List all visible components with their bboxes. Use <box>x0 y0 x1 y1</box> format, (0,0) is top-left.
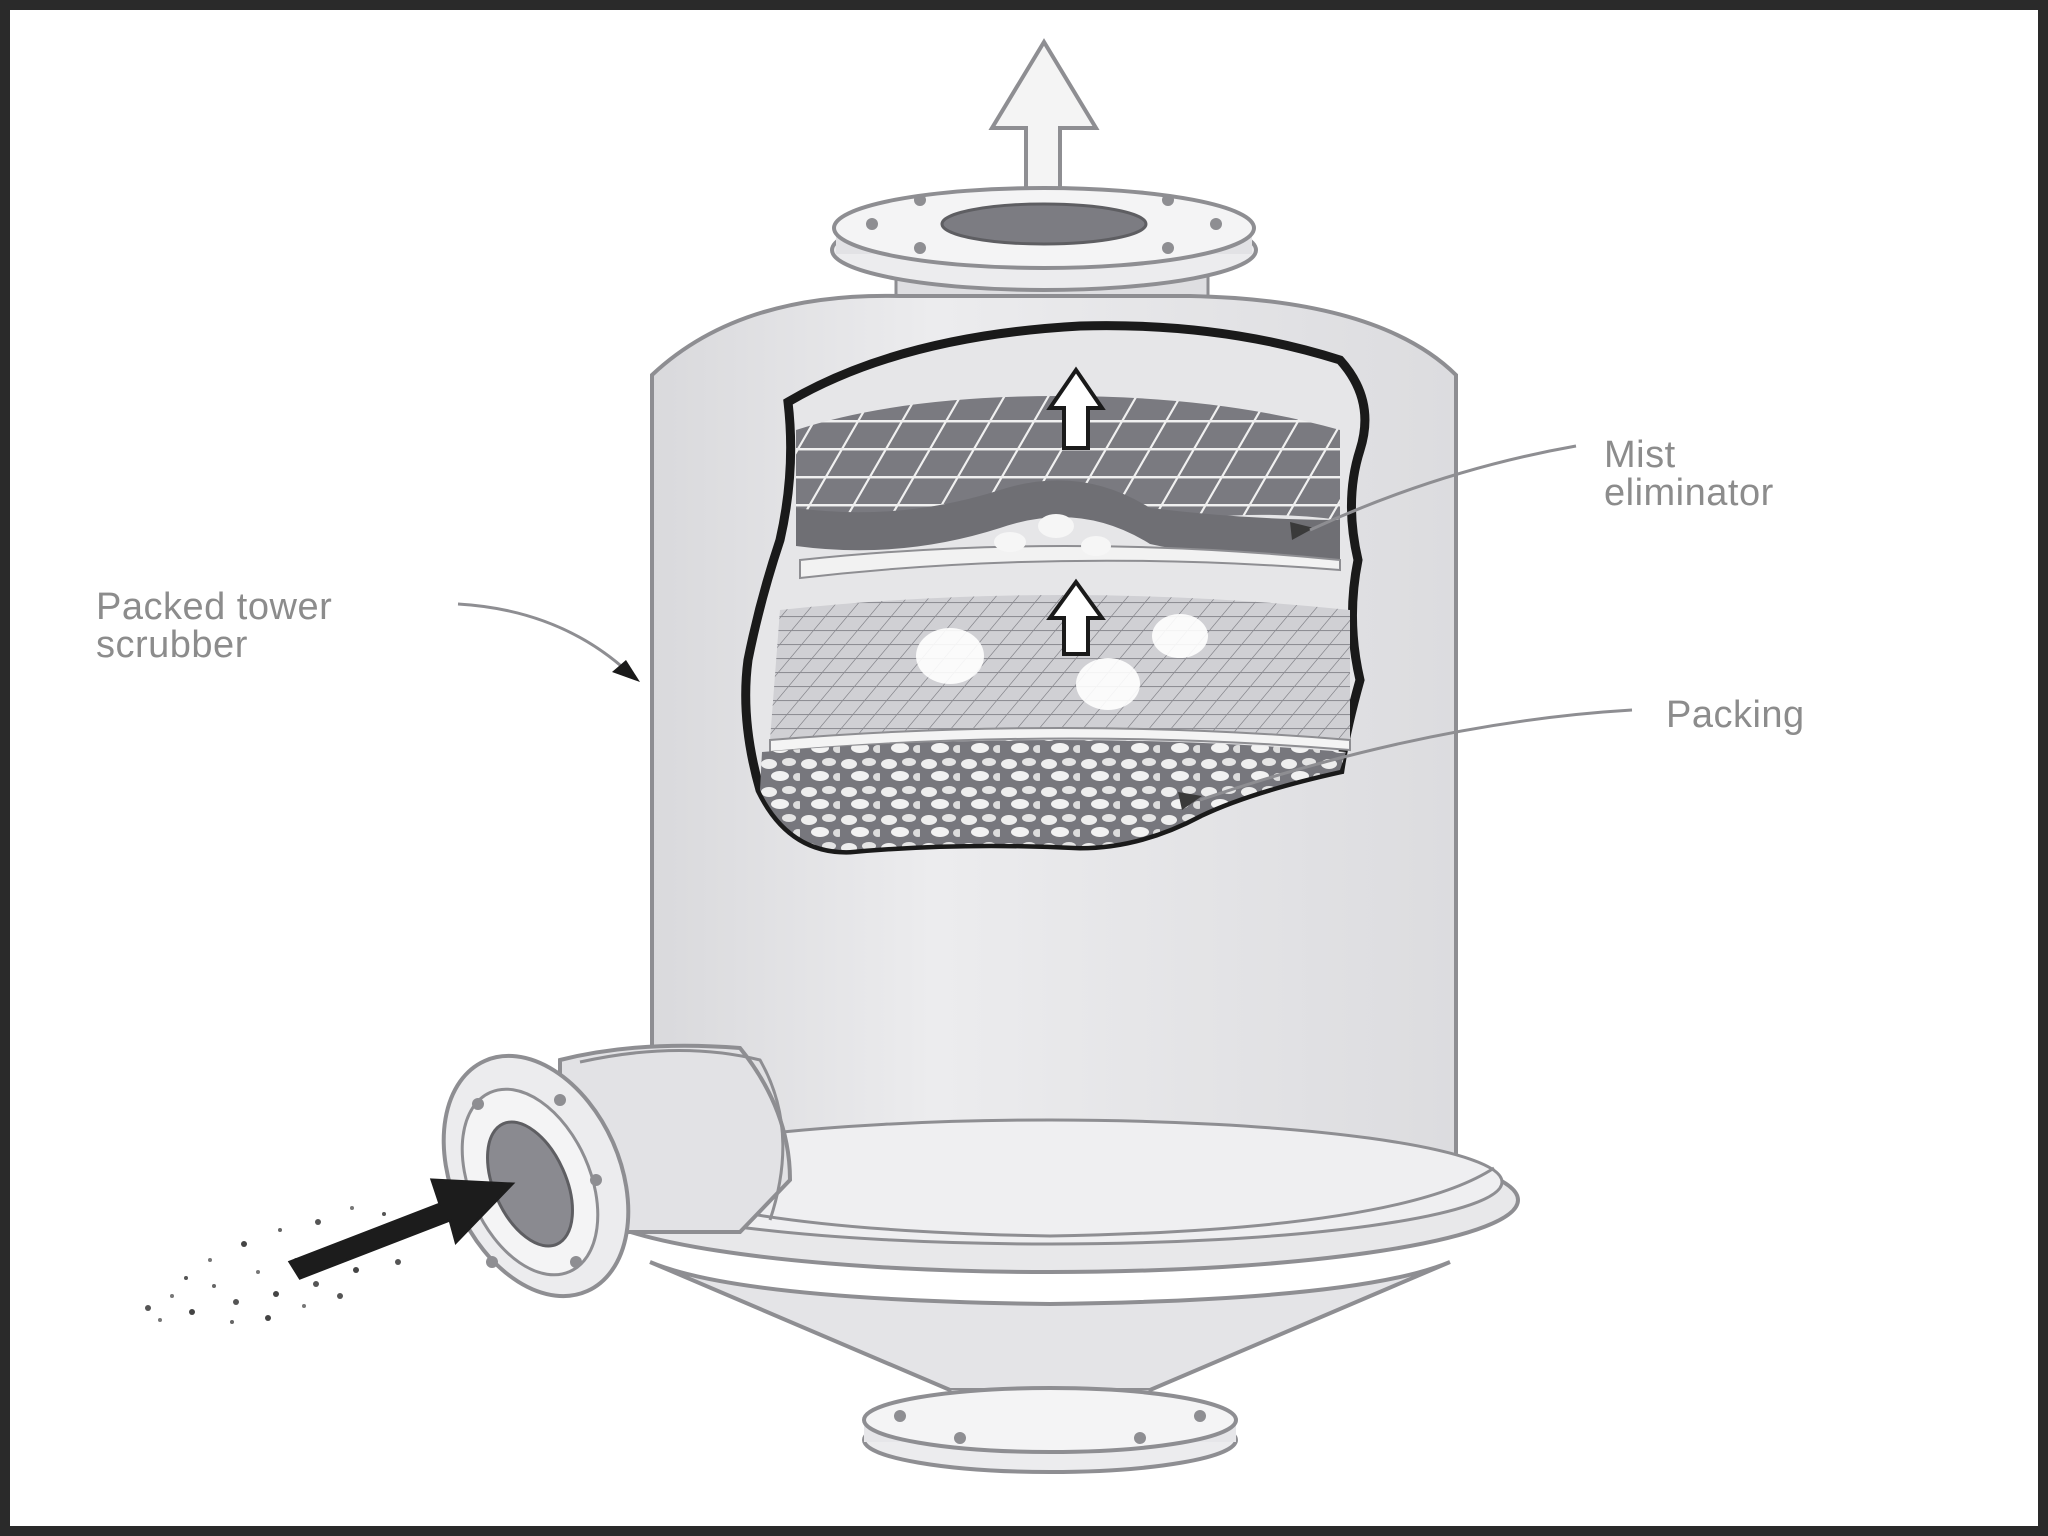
packing-bed <box>760 740 1346 851</box>
packing-grid <box>769 595 1351 754</box>
label-mist-line1: Mist <box>1604 434 1676 476</box>
internal-flow-arrows <box>1046 366 1106 656</box>
top-flange <box>830 186 1258 302</box>
label-packing: Packing <box>1666 694 1805 736</box>
drain-flange <box>862 1386 1238 1474</box>
label-mist-eliminator: Mist eliminator <box>1604 436 1774 512</box>
inlet-arrow <box>287 1178 516 1280</box>
inlet-particles <box>145 1206 413 1324</box>
label-packed-tower-line2: scrubber <box>96 624 248 666</box>
tower-leader-arrowhead <box>612 660 640 682</box>
leader-lines <box>457 444 1633 802</box>
cutaway-window <box>741 321 1370 855</box>
inlet-pipe <box>441 1043 793 1299</box>
mist-eliminator-mesh <box>796 396 1341 580</box>
label-packed-tower-line1: Packed tower <box>96 586 333 628</box>
label-packed-tower-scrubber: Packed tower scrubber <box>96 588 332 664</box>
label-mist-line2: eliminator <box>1604 472 1774 514</box>
